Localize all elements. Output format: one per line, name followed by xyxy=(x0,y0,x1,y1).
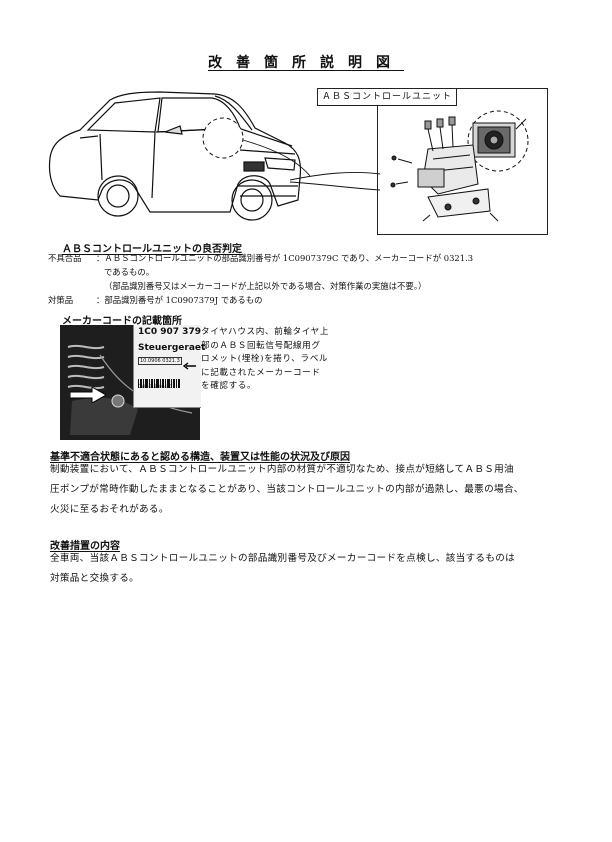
judgement-heading: ＡＢＳコントロールユニットの良否判定 xyxy=(62,244,242,255)
car-illustration xyxy=(48,91,310,221)
sticker-maker-code: 10.0906 0321.3 xyxy=(138,357,182,365)
remedy-line: 対策品と交換する。 xyxy=(50,573,140,584)
cause-line: 制動装置において、ＡＢＳコントロールユニット内部の材質が不適切なため、接点が短絡… xyxy=(50,464,514,475)
cause-line: 圧ポンプが常時作動したままとなることがあり、当該コントロールユニットの内部が過熱… xyxy=(50,484,524,495)
defective-line-1: ：ＡＢＳコントロールユニットの部品識別番号が 1C0907379C であり、メー… xyxy=(96,253,474,263)
page-title: 改善箇所説明図 xyxy=(208,55,404,71)
cause-text: 制動装置において、ＡＢＳコントロールユニット内部の材質が不適切なため、接点が短絡… xyxy=(50,460,524,520)
callout-line: タイヤハウス内、前輪タイヤ上 xyxy=(201,327,330,337)
callout-line: を確認する。 xyxy=(201,381,257,391)
callout-line: 部のＡＢＳ回転信号配線用グ xyxy=(201,340,321,351)
fixed-line: ：部品識別番号が 1C0907379J であるもの xyxy=(96,295,263,305)
maker-code-heading: メーカーコードの記載箇所 xyxy=(62,316,182,327)
sticker-small-text: DWV-011100480 xyxy=(138,384,172,389)
abs-unit-detail-box xyxy=(377,88,548,235)
barcode-icon xyxy=(138,373,180,388)
callout-line: に記載されたメーカーコード xyxy=(201,367,321,378)
remedy-heading: 改善措置の内容 xyxy=(50,541,120,552)
fixed-label: 対策品 xyxy=(48,295,74,305)
cause-line: 火災に至るおそれがある。 xyxy=(50,504,169,515)
remedy-line: 全車両、当該ＡＢＳコントロールユニットの部品識別番号及びメーカーコードを点検し、… xyxy=(50,553,516,564)
defective-label: 不具合品 xyxy=(48,253,82,263)
remedy-text: 全車両、当該ＡＢＳコントロールユニットの部品識別番号及びメーカーコードを点検し、… xyxy=(50,549,515,589)
sticker-arrow-icon xyxy=(182,355,196,374)
callout-line: ロメット(埋栓)を捲り、ラベル xyxy=(201,354,329,364)
sticker-part-number: 1C0 907 379 xyxy=(138,327,201,337)
arrow-icon xyxy=(69,386,108,407)
abs-unit-label: ＡＢＳコントロールユニット xyxy=(317,88,457,106)
maker-code-label: 1C0 907 379 Steuergeraet 10.0906 0321.3 … xyxy=(133,325,205,408)
abs-unit-illustration xyxy=(390,110,529,222)
leader-lines xyxy=(290,171,381,191)
defective-line-3: （部品識別番号又はメーカーコードが上記以外である場合、対策作業の実施は不要。） xyxy=(104,281,427,291)
sticker-name: Steuergeraet xyxy=(138,343,206,353)
maker-code-instructions: タイヤハウス内、前輪タイヤ上 部のＡＢＳ回転信号配線用グ ロメット(埋栓)を捲り… xyxy=(201,326,329,394)
defective-line-2: であるもの。 xyxy=(104,267,155,277)
cause-heading: 基準不適合状態にあると認める構造、装置又は性能の状況及び原因 xyxy=(50,452,350,463)
